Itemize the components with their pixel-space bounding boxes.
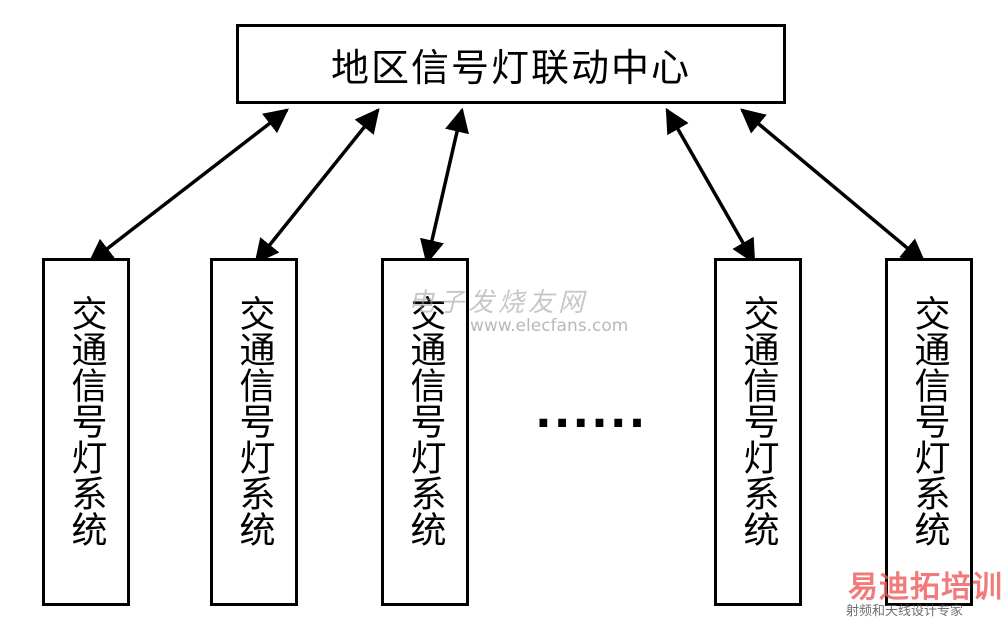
subsystem-label: 交通信号灯系统	[908, 295, 950, 547]
subsystem-label: 交通信号灯系统	[65, 295, 107, 547]
brand-tagline: 射频和天线设计专家	[846, 604, 964, 618]
arrow-center-subsystem-5	[740, 108, 926, 264]
subsystem-box-5: 交通信号灯系统	[885, 258, 973, 606]
ellipsis-more-subsystems: ······	[535, 398, 648, 449]
subsystem-box-2: 交通信号灯系统	[210, 258, 298, 606]
subsystem-box-1: 交通信号灯系统	[42, 258, 130, 606]
subsystem-label: 交通信号灯系统	[233, 295, 275, 547]
arrow-center-subsystem-1	[88, 108, 289, 264]
subsystem-box-4: 交通信号灯系统	[714, 258, 802, 606]
subsystem-label: 交通信号灯系统	[737, 295, 779, 547]
linkage-center-box: 地区信号灯联动中心	[236, 24, 786, 104]
arrow-center-subsystem-4	[665, 107, 756, 265]
linkage-center-label: 地区信号灯联动中心	[330, 45, 691, 90]
watermark-url: www.elecfans.com	[470, 316, 629, 336]
arrow-center-subsystem-3	[420, 107, 469, 265]
subsystem-label: 交通信号灯系统	[404, 295, 446, 547]
brand-logo-text: 易迪拓培训	[848, 570, 1003, 605]
arrow-center-subsystem-2	[254, 108, 380, 264]
subsystem-box-3: 交通信号灯系统	[381, 258, 469, 606]
watermark-site-name: 电子发烧友网	[408, 288, 589, 318]
